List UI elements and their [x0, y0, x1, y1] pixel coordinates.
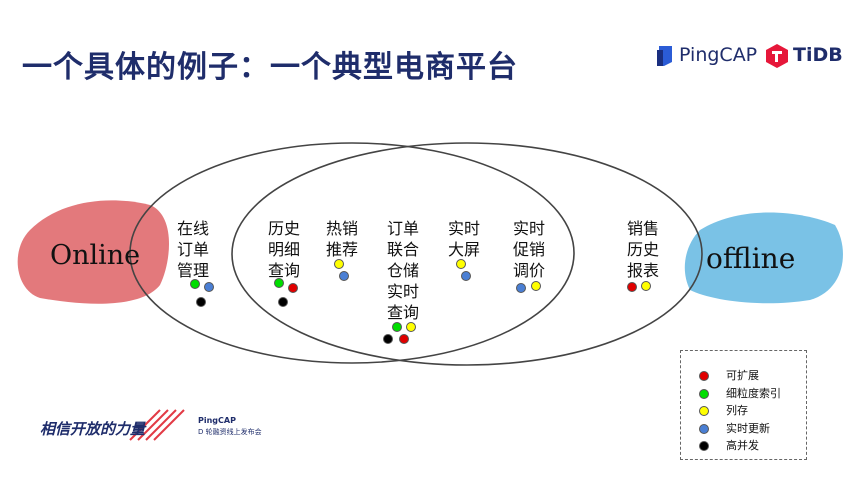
blue-feature-dot — [339, 271, 349, 281]
legend-label: 高并发 — [726, 439, 759, 452]
slide-title: 一个具体的例子：一个典型电商平台 — [22, 50, 518, 85]
scenario-label: 热销推荐 — [326, 218, 366, 260]
blue-feature-dot — [461, 271, 471, 281]
legend: 可扩展细粒度索引列存实时更新高并发 — [680, 350, 807, 460]
black-feature-dot — [196, 297, 206, 307]
pingcap-logo-text: PingCAP — [679, 44, 758, 66]
tidb-logo-icon — [766, 44, 788, 68]
blue-legend-dot — [699, 423, 709, 434]
scenario-label-line: 报表 — [627, 261, 660, 280]
scenario-label: 历史明细查询 — [268, 218, 308, 281]
event-logo: 相信开放的力量 PingCAP D 轮融资线上发布会 — [40, 409, 262, 442]
scenario-label-line: 调价 — [513, 261, 546, 280]
pingcap-logo-icon — [657, 46, 672, 66]
scenario-label-line: 订单 — [387, 219, 420, 238]
scenario-label-line: 订单 — [177, 240, 210, 259]
scenario-label: 在线订单管理 — [177, 218, 217, 281]
scenario-label: 实时促销调价 — [513, 218, 553, 281]
green-feature-dot — [190, 279, 200, 289]
yellow-legend-dot — [699, 406, 709, 416]
scenario-label: 实时大屏 — [448, 218, 488, 260]
red-feature-dot — [399, 334, 409, 344]
online-label: Online — [50, 240, 141, 271]
event-subtitle: D 轮融资线上发布会 — [198, 428, 262, 436]
yellow-feature-dot — [531, 281, 541, 291]
scenario-label-line: 历史 — [268, 219, 301, 238]
scenario-label-line: 查询 — [268, 261, 301, 280]
yellow-feature-dot — [406, 322, 416, 332]
legend-label: 可扩展 — [726, 369, 759, 382]
blue-feature-dot — [516, 283, 526, 293]
scenario-label-line: 促销 — [513, 240, 546, 259]
black-feature-dot — [383, 334, 393, 344]
blue-feature-dot — [204, 282, 214, 292]
green-feature-dot — [274, 278, 284, 288]
red-feature-dot — [288, 283, 298, 293]
event-slogan: 相信开放的力量 — [40, 420, 146, 438]
scenario-label-line: 在线 — [177, 219, 210, 238]
scenario-label-line: 实时 — [513, 219, 546, 238]
event-brand: PingCAP — [198, 416, 236, 425]
yellow-feature-dot — [334, 259, 344, 269]
scenario-label-line: 联合 — [387, 240, 420, 259]
offline-label: offline — [706, 242, 796, 275]
tidb-logo-text: TiDB — [793, 44, 843, 66]
scenario-label-line: 实时 — [387, 282, 420, 301]
scenario-label-line: 明细 — [268, 240, 301, 259]
yellow-feature-dot — [456, 259, 466, 269]
scenario-label-line: 销售 — [627, 219, 660, 238]
legend-label: 实时更新 — [726, 421, 770, 435]
scenario-label-line: 大屏 — [448, 240, 481, 259]
offline-ellipse — [231, 142, 703, 366]
scenario-label: 销售历史报表 — [627, 218, 667, 281]
event-logo-icon — [129, 409, 185, 441]
scenario-label-line: 历史 — [627, 240, 660, 259]
scenario-label-line: 实时 — [448, 219, 481, 238]
green-legend-dot — [699, 388, 709, 399]
yellow-feature-dot — [641, 281, 651, 291]
scenario-label: 订单联合仓储实时查询 — [387, 218, 427, 323]
legend-label: 细粒度索引 — [726, 386, 781, 400]
offline-blob — [684, 212, 843, 304]
scenario-label-line: 查询 — [387, 303, 420, 322]
scenario-label-line: 推荐 — [326, 240, 359, 259]
red-legend-dot — [699, 371, 709, 381]
red-feature-dot — [627, 282, 637, 292]
online-blob — [17, 200, 170, 304]
scenario-label-line: 管理 — [177, 261, 210, 280]
legend-label: 列存 — [726, 404, 748, 417]
online-ellipse — [129, 142, 575, 364]
black-feature-dot — [278, 297, 288, 307]
green-feature-dot — [392, 322, 402, 332]
black-legend-dot — [699, 441, 709, 451]
scenario-label-line: 仓储 — [387, 261, 420, 280]
scenario-label-line: 热销 — [326, 219, 359, 238]
